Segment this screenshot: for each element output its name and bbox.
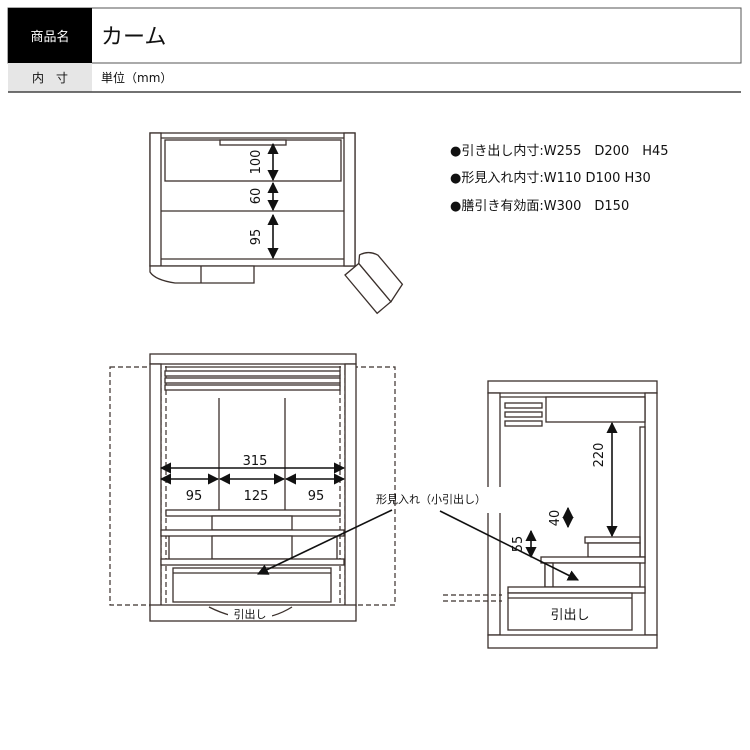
- dim-front-125: 125: [244, 489, 269, 504]
- dim-top-60: 60: [249, 188, 264, 205]
- dim-top-100: 100: [249, 150, 264, 175]
- inner-size-label-cell: [8, 63, 92, 92]
- product-name-label: 商品名: [30, 29, 69, 45]
- spec-keepsake: ●形見入れ内寸:W110 D100 H30: [450, 170, 651, 186]
- dim-front-95-right: 95: [308, 489, 325, 504]
- spec-drawer: ●引き出し内寸:W255 D200 H45: [450, 143, 669, 159]
- dim-side-40: 40: [548, 510, 563, 527]
- side-drawer-label: 引出し: [550, 608, 589, 623]
- dim-front-315: 315: [243, 454, 268, 469]
- inner-size-label: 内 寸: [32, 71, 68, 85]
- product-name: カーム: [101, 25, 166, 50]
- product-name-label-cell: [8, 8, 92, 63]
- front-drawer-label: 引出し: [234, 607, 267, 621]
- top-view-drawing: 100 60 95: [149, 132, 404, 315]
- unit-label: 単位（mm）: [101, 70, 172, 85]
- spec-tray: ●膳引き有効面:W300 D150: [450, 198, 629, 214]
- dim-side-220: 220: [592, 443, 607, 468]
- dim-top-95: 95: [249, 229, 264, 246]
- keepsake-drawer-label: 形見入れ（小引出し）: [376, 492, 486, 506]
- dim-front-95-left: 95: [186, 489, 203, 504]
- side-view-drawing: 220 40 55 引出し: [439, 380, 658, 649]
- header-table: 商品名 カーム 内 寸 単位（mm）: [7, 7, 742, 93]
- spec-list: ●引き出し内寸:W255 D200 H45 ●形見入れ内寸:W110 D100 …: [450, 143, 669, 214]
- front-view-drawing: 315 95 125 95 引出し: [109, 353, 396, 622]
